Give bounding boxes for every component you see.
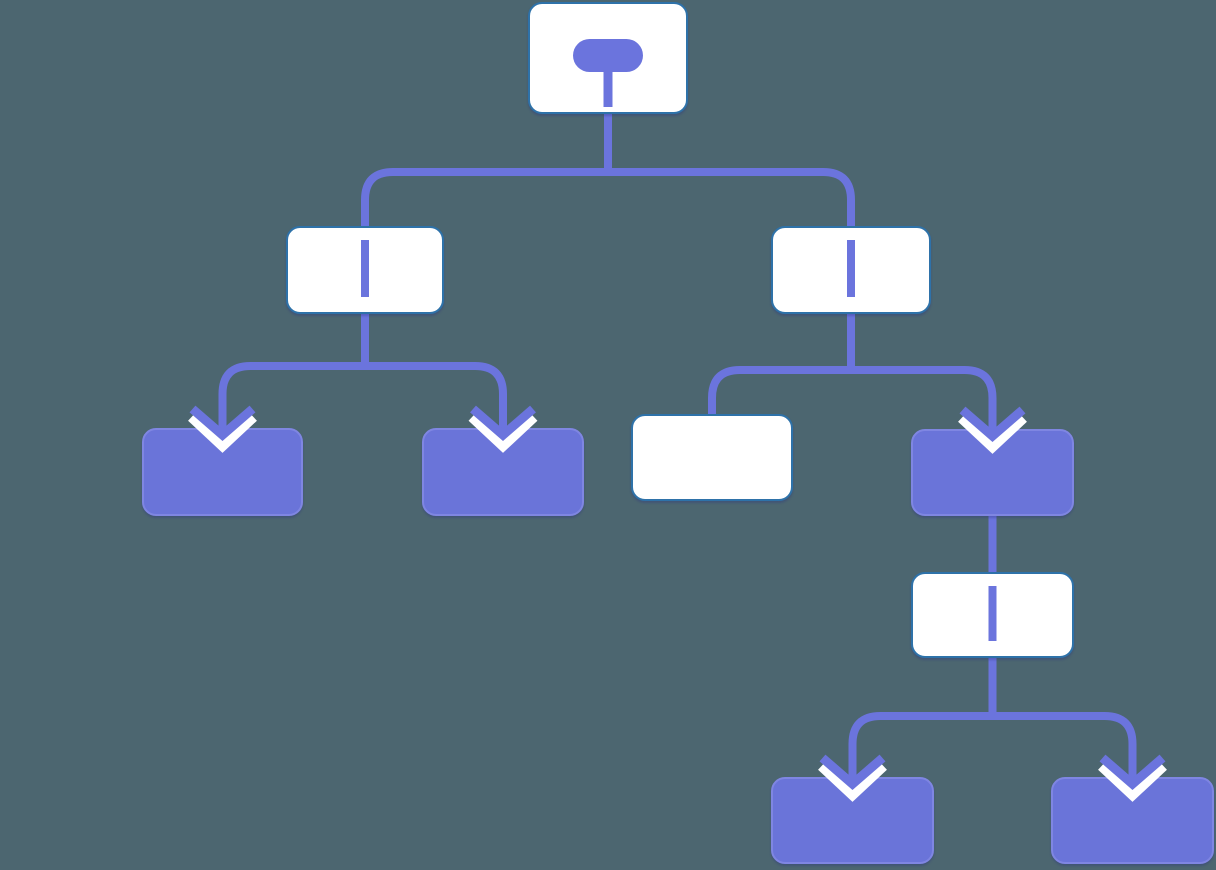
root-pill-icon (573, 39, 643, 72)
root-pill-stem (603, 69, 613, 107)
arrow-down-icon (189, 405, 256, 441)
arrow-chevron-backing (818, 760, 887, 802)
edge-root-branch-right (604, 113, 855, 229)
arrow-chevron-backing (188, 411, 257, 453)
edge-branch-left-leaf-a (218, 313, 369, 433)
edge-branch-right-child-plain (708, 313, 855, 417)
arrow-down-icon (959, 406, 1026, 442)
arrow-chevron-backing (468, 411, 538, 453)
edge-sub-branch-leaf-c (848, 657, 997, 782)
node-child-plain[interactable] (631, 414, 793, 501)
edge-root-branch-left (361, 113, 612, 229)
edge-branch-left-leaf-b (361, 313, 507, 433)
arrow-down-icon (1099, 754, 1166, 790)
edge-sub-branch-leaf-d (988, 657, 1137, 782)
arrow-down-icon (470, 405, 536, 441)
edge-branch-right-branch-purple (847, 313, 997, 434)
arrow-down-icon (819, 754, 886, 790)
arrow-chevron-backing (1098, 760, 1167, 802)
arrow-chevron-backing (958, 412, 1027, 454)
